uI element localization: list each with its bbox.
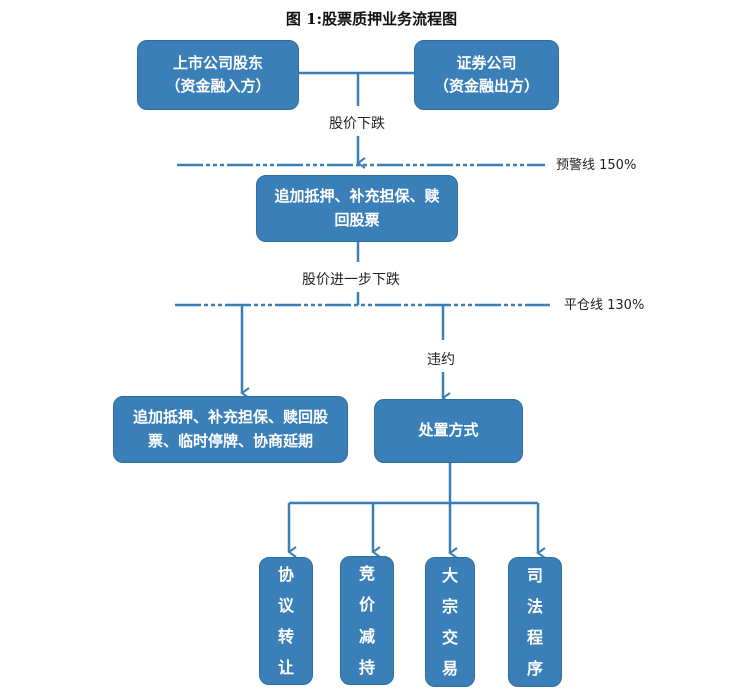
securities-label: 证券公司 <box>456 53 517 72</box>
default-label: 违约 <box>427 352 455 368</box>
further-drop-label: 股价进一步下跌 <box>302 272 400 288</box>
method-char: 易 <box>441 659 458 679</box>
securities-box: 证券公司 （资金融出方） <box>414 40 559 110</box>
method-char: 司 <box>526 565 543 585</box>
method-box-auction-reduction: 竞 价 减 持 <box>340 556 394 685</box>
method-char: 序 <box>526 659 543 679</box>
method-box-block-trade: 大 宗 交 易 <box>425 557 475 687</box>
method-char: 交 <box>441 628 458 647</box>
price-drop-label: 股价下跌 <box>329 116 385 132</box>
warning-action-box: 追加抵押、补充担保、赎 回股票 <box>256 175 458 242</box>
method-char: 竞 <box>358 564 375 584</box>
disposal-box: 处置方式 <box>374 399 523 463</box>
shareholder-label: 上市公司股东 <box>172 53 263 72</box>
liquidation-line-label: 平仓线 130% <box>564 298 645 313</box>
method-char: 让 <box>277 658 294 678</box>
method-char: 宗 <box>441 596 458 616</box>
warning-action-line2: 回股票 <box>334 210 380 229</box>
method-char: 议 <box>277 595 294 615</box>
securities-role: （资金融出方） <box>433 77 539 95</box>
method-char: 转 <box>277 627 294 646</box>
warning-line-label: 预警线 150% <box>556 158 637 173</box>
liquidation-action-line2: 票、临时停牌、协商延期 <box>147 431 313 450</box>
diagram-title: 图 1:股票质押业务流程图 <box>285 10 458 28</box>
method-char: 减 <box>358 626 375 646</box>
method-char: 法 <box>526 596 543 616</box>
method-char: 持 <box>358 657 375 677</box>
method-box-judicial-procedure: 司 法 程 序 <box>508 557 562 687</box>
shareholder-box: 上市公司股东 （资金融入方） <box>137 40 299 110</box>
method-char: 协 <box>277 564 294 584</box>
liquidation-action-line1: 追加抵押、补充担保、赎回股 <box>132 408 328 427</box>
method-char: 价 <box>358 595 375 615</box>
method-char: 程 <box>526 628 543 647</box>
liquidation-action-box: 追加抵押、补充担保、赎回股 票、临时停牌、协商延期 <box>113 396 348 463</box>
disposal-label: 处置方式 <box>418 421 479 440</box>
method-char: 大 <box>441 565 458 585</box>
method-box-agreement-transfer: 协 议 转 让 <box>259 557 313 685</box>
shareholder-role: （资金融入方） <box>165 77 271 95</box>
warning-action-line1: 追加抵押、补充担保、赎 <box>274 187 440 206</box>
